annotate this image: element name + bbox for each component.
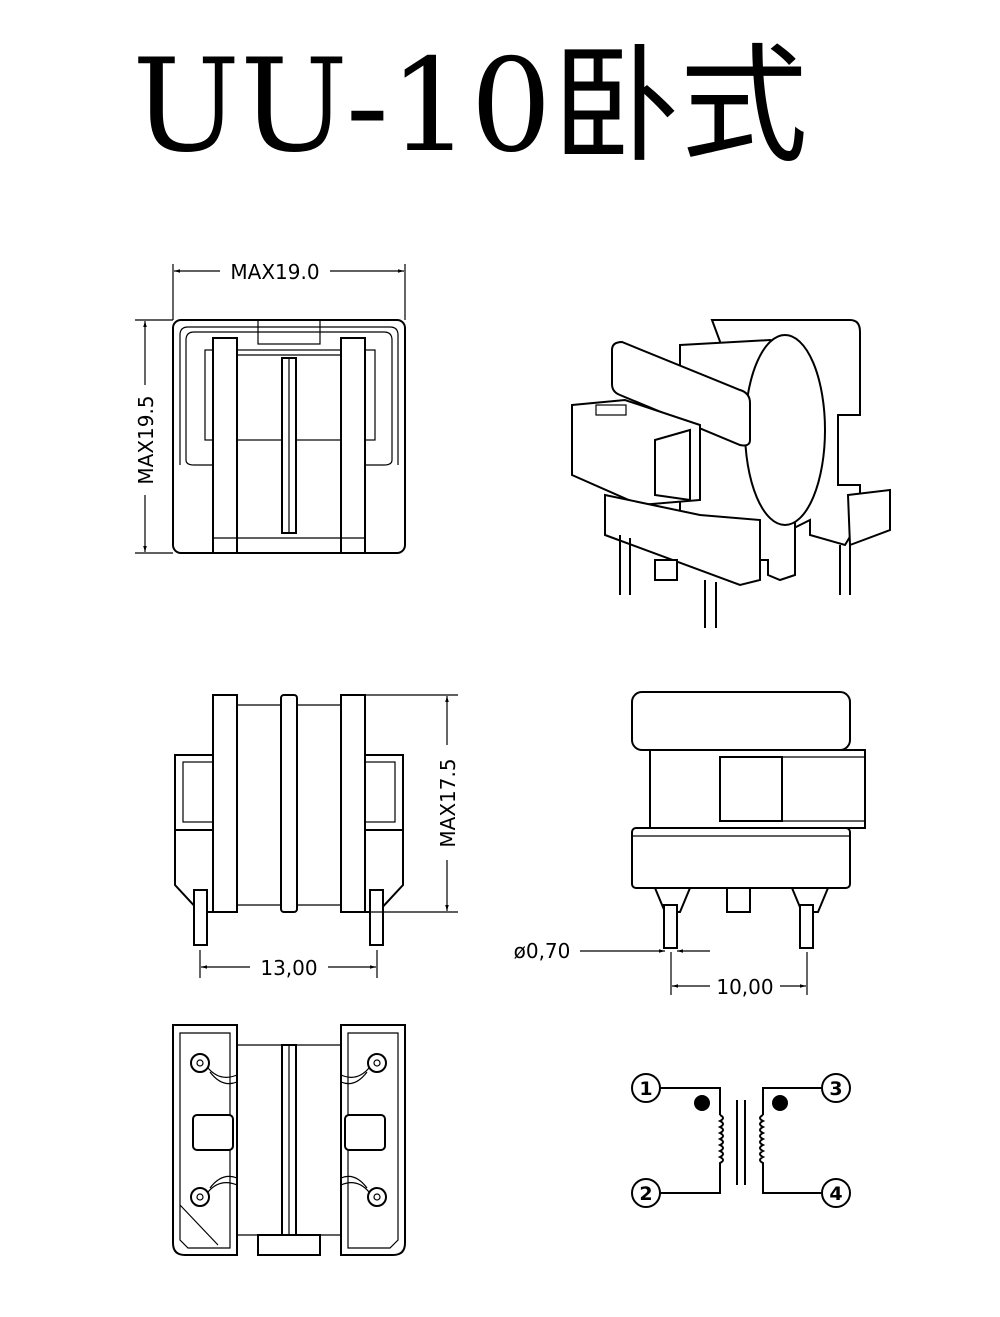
polarity-dot <box>772 1095 788 1111</box>
winding-schematic: 1 2 3 4 <box>631 1073 851 1208</box>
dimension-pin-spacing-label: 10,00 <box>716 975 773 999</box>
pin-3-label: 3 <box>829 1078 842 1100</box>
isometric-view <box>571 319 891 628</box>
secondary-coil <box>759 1114 766 1165</box>
pin-1: 1 <box>631 1073 661 1103</box>
pin-2: 2 <box>631 1178 661 1208</box>
dimension-pin-row-spacing: 13,00 <box>199 950 378 980</box>
dimension-side-height: MAX17.5 <box>365 694 460 913</box>
pin-4: 4 <box>821 1178 851 1208</box>
bottom-view <box>172 1024 406 1256</box>
dimension-pin-row-spacing-label: 13,00 <box>260 956 317 980</box>
dimension-side-height-label: MAX17.5 <box>436 758 460 847</box>
primary-coil <box>717 1114 724 1165</box>
end-view <box>631 691 866 949</box>
dimension-height: MAX19.5 <box>134 319 173 554</box>
page-title: UU-10卧式 <box>132 32 808 181</box>
pin-3: 3 <box>821 1073 851 1103</box>
dimension-pin-diameter: ø0,70 <box>514 939 710 963</box>
dimension-pin-spacing: 10,00 <box>670 952 808 999</box>
side-view <box>174 694 404 946</box>
pin-1-label: 1 <box>639 1078 652 1100</box>
polarity-dot <box>694 1095 710 1111</box>
pin-2-label: 2 <box>639 1183 652 1205</box>
dimension-height-label: MAX19.5 <box>134 395 158 484</box>
dimension-pin-diameter-label: ø0,70 <box>514 939 571 963</box>
front-view <box>172 319 406 554</box>
pin-4-label: 4 <box>829 1183 842 1205</box>
dimension-width: MAX19.0 <box>172 260 406 320</box>
dimension-width-label: MAX19.0 <box>230 260 319 284</box>
